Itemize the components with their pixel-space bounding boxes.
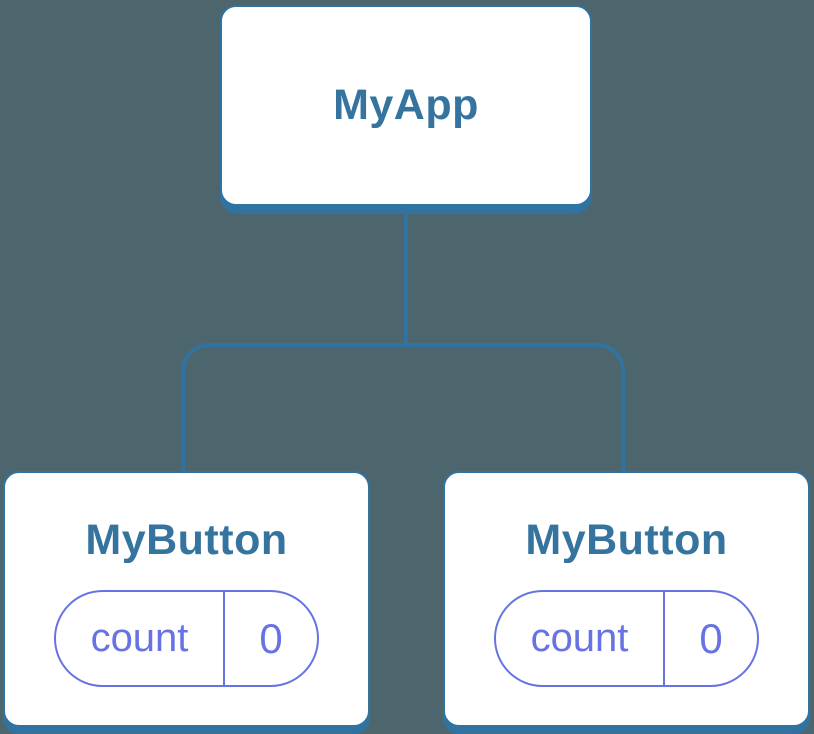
node-mybutton-left-label: MyButton: [85, 516, 288, 564]
state-pill-right: count 0: [494, 590, 759, 688]
state-name-left: count: [56, 592, 225, 686]
state-value-left: 0: [259, 614, 283, 662]
node-myapp-face: MyApp: [220, 5, 592, 206]
node-mybutton-right-face: MyButton count 0: [443, 471, 810, 727]
node-myapp-label: MyApp: [333, 80, 479, 129]
node-mybutton-right-label: MyButton: [525, 516, 728, 564]
node-mybutton-left: MyButton count 0: [3, 471, 370, 734]
state-value-right: 0: [699, 614, 723, 662]
connector-bracket: [181, 343, 625, 477]
node-myapp: MyApp: [220, 5, 592, 214]
state-name-right: count: [496, 592, 665, 686]
node-mybutton-left-face: MyButton count 0: [3, 471, 370, 727]
node-mybutton-right: MyButton count 0: [443, 471, 810, 734]
connector-root-to-bracket: [404, 208, 408, 346]
state-pill-left: count 0: [54, 590, 319, 688]
